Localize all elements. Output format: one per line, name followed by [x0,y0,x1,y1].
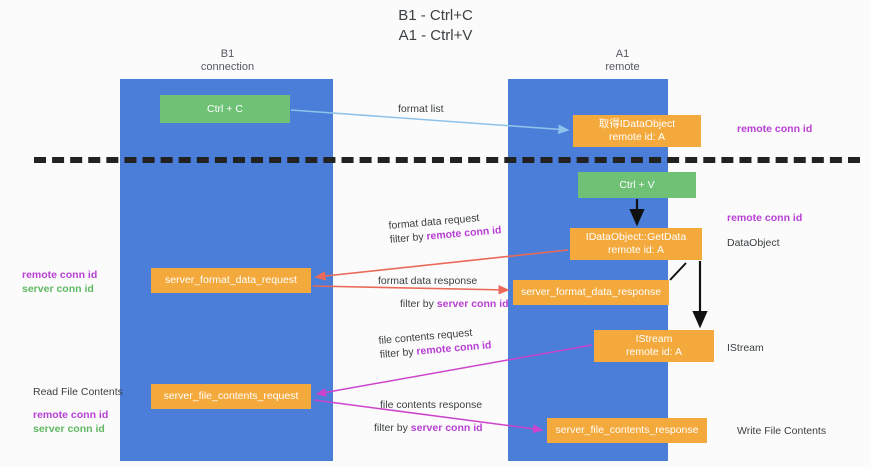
server-conn-id-text: server conn id [33,423,105,435]
dataobject-text: DataObject [727,237,780,249]
istream-text: IStream [727,342,764,354]
remote-conn-id-text: remote conn id [737,123,813,135]
title-line-1: B1 - Ctrl+C [398,7,473,24]
lane-b1-name: B1 [220,48,235,60]
filter-key-server-conn-id: server conn id [436,298,509,310]
edge-label-format-data-response-filter: filter by server conn id [400,297,509,311]
node-get-idataobject-remote-id: remote id: A [608,131,666,143]
side-label-read-file-contents: Read File Contents remote conn id server… [33,385,123,436]
edge-label-file-contents-request: file contents request filter by remote c… [378,324,492,362]
lane-header-b1: B1 connection [150,48,305,74]
phase-separator-divider [34,157,860,163]
node-istream-remote-id: remote id: A [625,346,683,358]
side-label-istream: IStream [727,341,764,355]
lane-header-a1: A1 remote [545,48,700,74]
node-idataobject-getdata[interactable]: IDataObject::GetData remote id: A [570,228,702,260]
title-line-2: A1 - Ctrl+V [398,27,473,44]
node-server-file-contents-response[interactable]: server_file_contents_response [547,418,707,443]
node-get-idataobject[interactable]: 取得IDataObject remote id: A [573,115,701,147]
lane-a1-role: remote [605,61,640,73]
remote-conn-id-text: remote conn id [33,409,109,421]
filter-prefix: filter by [374,422,411,434]
filter-key-server-conn-id: server conn id [410,422,483,434]
node-istream[interactable]: IStream remote id: A [594,330,714,362]
edge-label-file-contents-response: file contents response filter by server … [374,398,483,435]
node-server-file-contents-response-label: server_file_contents_response [555,424,699,436]
node-get-idataobject-label: 取得IDataObject [598,118,676,130]
side-label-conn-ids-mid: remote conn id server conn id [22,268,97,296]
side-label-remote-conn-id-mid: remote conn id [727,211,802,225]
side-label-remote-conn-id-top: remote conn id [737,122,812,136]
edge-label-format-data-response-text: format data response [378,275,478,287]
lane-a1-right-margin [668,79,871,461]
filter-prefix: filter by [400,298,437,310]
node-server-format-data-request-label: server_format_data_request [165,274,297,286]
node-ctrl-c[interactable]: Ctrl + C [160,95,290,123]
edge-label-format-list: format list [398,102,444,116]
read-file-contents-text: Read File Contents [33,386,123,398]
node-server-format-data-response-label: server_format_data_response [520,286,662,298]
lane-a1-name: A1 [615,48,630,60]
node-server-file-contents-request-label: server_file_contents_request [163,390,299,402]
filter-prefix: filter by [389,230,427,246]
node-ctrl-c-label: Ctrl + C [207,102,243,115]
side-label-dataobject: DataObject [727,236,780,250]
edge-label-format-data-request: format data request filter by remote con… [388,209,502,247]
node-server-format-data-response[interactable]: server_format_data_response [513,280,669,305]
edge-label-format-list-text: format list [398,103,444,115]
lane-b1-role: connection [200,61,255,73]
side-label-write-file-contents: Write File Contents [737,424,826,438]
node-getdata-label: IDataObject::GetData [585,231,687,243]
node-ctrl-v-label: Ctrl + V [619,178,655,191]
remote-conn-id-text: remote conn id [727,212,803,224]
edge-label-file-contents-response-text: file contents response [380,399,483,411]
filter-prefix: filter by [379,345,417,361]
node-server-file-contents-request[interactable]: server_file_contents_request [151,384,311,409]
remote-conn-id-text: remote conn id [22,269,98,281]
node-server-format-data-request[interactable]: server_format_data_request [151,268,311,293]
node-istream-label: IStream [635,333,673,345]
page-title: B1 - Ctrl+C A1 - Ctrl+V [0,6,871,46]
write-file-contents-text: Write File Contents [737,425,827,437]
node-ctrl-v[interactable]: Ctrl + V [578,172,696,198]
edge-label-format-data-response: format data response filter by server co… [378,274,509,311]
server-conn-id-text: server conn id [22,283,94,295]
edge-label-file-contents-response-filter: filter by server conn id [374,421,483,435]
node-getdata-remote-id: remote id: A [607,244,665,256]
